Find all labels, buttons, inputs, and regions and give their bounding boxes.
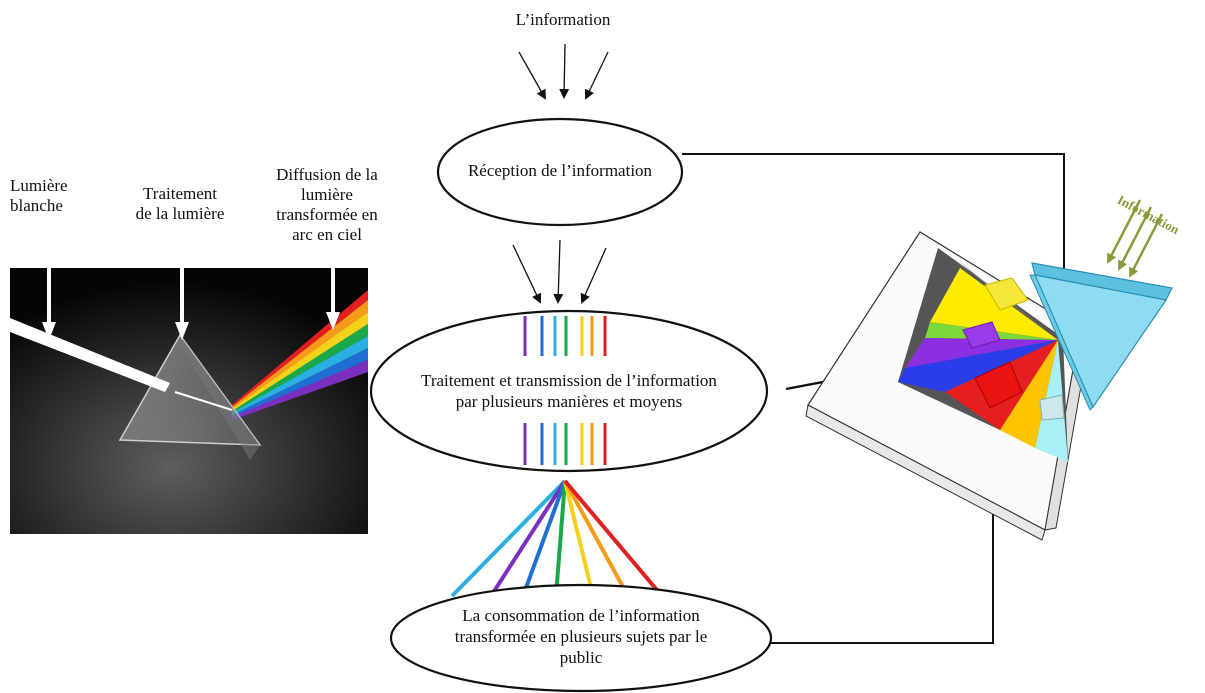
reception-to-prism-arrow (682, 153, 1069, 285)
fan-line (563, 480, 595, 597)
block-cyan (1039, 394, 1065, 421)
box-front-edge (805, 404, 1046, 541)
reception-text: Réception de l’information (467, 161, 653, 180)
incoming-info-arrows (518, 43, 609, 100)
block-purple (962, 321, 1001, 349)
colour-wedge-box (805, 231, 1091, 541)
white-light-label: Lumière blanche (10, 176, 68, 215)
top-information-label: L’information (515, 10, 611, 29)
consumption-text: La consommation de l’information transfo… (454, 606, 708, 667)
prism-side (180, 335, 260, 460)
wedge-blue (898, 340, 1058, 392)
fan-line (563, 479, 664, 598)
rainbow-fan-lines (450, 479, 664, 598)
light-inside-prism (174, 391, 233, 411)
light-processing-label: Traitement de la lumière (135, 184, 225, 223)
fan-line (489, 479, 567, 598)
fan-line (554, 480, 567, 597)
processing-ellipse (369, 309, 769, 473)
rainbow-bars-top (523, 316, 607, 356)
processing-text: Traitement et transmission de l’informat… (421, 371, 717, 411)
prism-photo (10, 228, 368, 534)
wedge-yellow (930, 268, 1058, 340)
wedge-orange (1000, 340, 1058, 448)
fan-line (521, 480, 567, 597)
block-red (974, 361, 1023, 409)
consumption-ellipse (389, 583, 773, 693)
fan-line (450, 479, 567, 598)
green-info-arrows (1106, 199, 1164, 278)
light-diffusion-label: Diffusion de la lumière transformée en a… (276, 165, 378, 244)
reception-ellipse (436, 117, 684, 227)
rainbow-beam (232, 290, 368, 420)
block-yellow (984, 277, 1029, 311)
wedge-purple (905, 338, 1058, 368)
rainbow-bars-bottom (523, 423, 607, 465)
reception-to-processing-arrows (512, 239, 607, 304)
blue-prism (1029, 262, 1173, 411)
fan-line (563, 480, 630, 597)
